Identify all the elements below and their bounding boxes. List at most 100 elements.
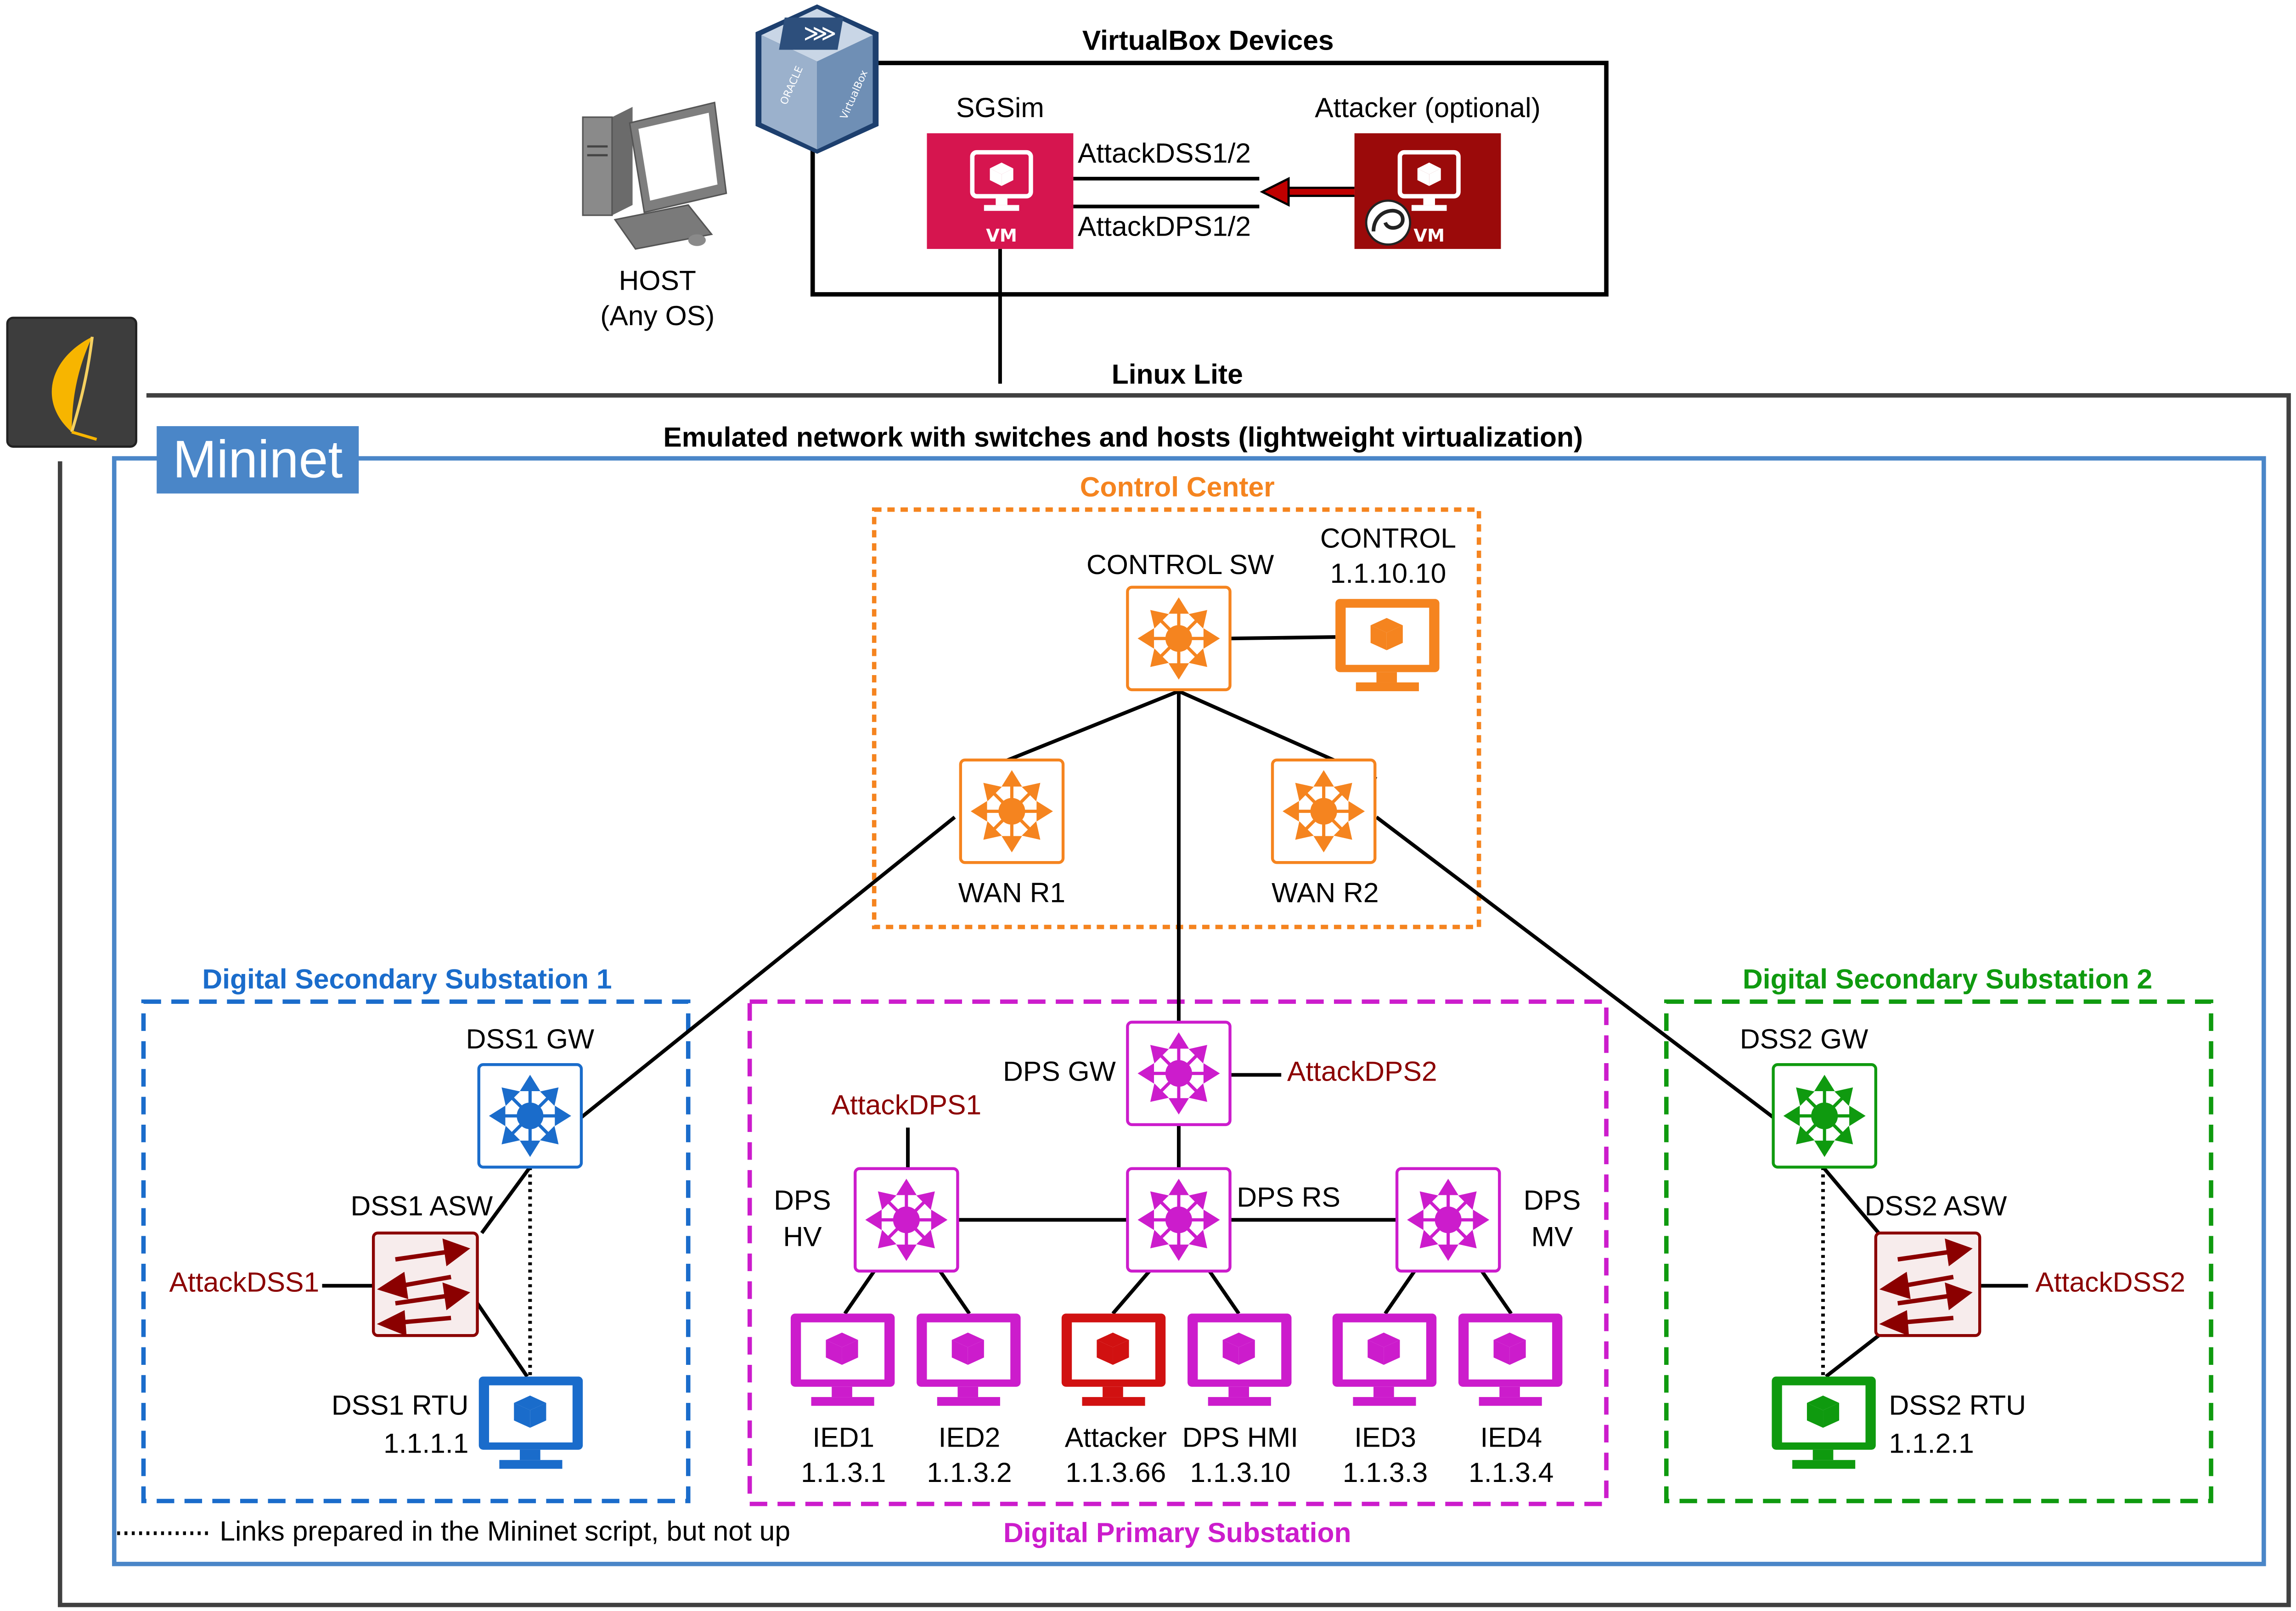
mv-to-ied4-link [1480, 1270, 1513, 1315]
dss1-rtu-label: DSS1 RTU [331, 1391, 469, 1422]
rs-to-attacker-link [1111, 1270, 1151, 1315]
linux-lite-logo-icon [6, 316, 137, 448]
virtualbox-title: VirtualBox Devices [1082, 26, 1334, 57]
links [322, 249, 2028, 1378]
dss1-rtu-monitor-icon [478, 1376, 583, 1469]
ied2-name: IED2 [938, 1423, 1001, 1454]
ied3-monitor-icon [1332, 1313, 1437, 1406]
wanr2-to-dss2gw-link [1375, 816, 1775, 1119]
dss2-gw-router-icon [1772, 1063, 1878, 1169]
wanr1-to-dss1gw-link [580, 816, 956, 1119]
control-sw-to-control-link [1230, 635, 1336, 641]
control-center-title: Control Center [1080, 473, 1275, 504]
svg-text:⋙: ⋙ [803, 20, 837, 47]
attacker-vm-icon: VM [1354, 133, 1501, 249]
asw-to-dss1rtu-link [476, 1302, 529, 1378]
dps-hv-router-icon [854, 1167, 959, 1273]
mininet-frame [112, 456, 2266, 1566]
mv-to-ied3-link [1384, 1270, 1416, 1315]
attacker-arrow-head [1260, 177, 1290, 207]
attacker-host-ip: 1.1.3.66 [1065, 1459, 1166, 1489]
dss1-asw-switch-icon [371, 1231, 479, 1337]
dps-hmi-name: DPS HMI [1182, 1423, 1299, 1454]
dps-gw-label: DPS GW [1003, 1057, 1116, 1088]
linux-lite-title: Linux Lite [1111, 360, 1243, 391]
dss2-frame [1664, 999, 2213, 1504]
prepared-links [117, 1167, 1825, 1535]
ied4-monitor-icon [1458, 1313, 1563, 1406]
wan-r2-router-icon [1271, 758, 1377, 864]
linux-lite-frame [57, 393, 2291, 1607]
attack-dss2-label: AttackDSS2 [2035, 1268, 2186, 1299]
ied2-monitor-icon [917, 1313, 1021, 1406]
host-computer-icon [582, 101, 727, 250]
hv-to-ied1-link [843, 1270, 876, 1315]
dps-mv-label-2: MV [1531, 1222, 1573, 1254]
ied2-ip: 1.1.3.2 [927, 1459, 1012, 1489]
host-os-label: (Any OS) [600, 301, 715, 332]
ied1-name: IED1 [812, 1423, 875, 1454]
sgsim-vm-badge: VM [986, 225, 1017, 246]
dss1-title: Digital Secondary Substation 1 [202, 965, 612, 996]
dps-hv-label: DPS [774, 1186, 831, 1217]
dss2-title: Digital Secondary Substation 2 [1742, 965, 2153, 996]
control-host-ip: 1.1.10.10 [1330, 559, 1446, 591]
control-center-frame [872, 507, 1481, 929]
dss1-gw-router-icon [477, 1063, 583, 1169]
control-sw-router-icon [1126, 586, 1232, 692]
dps-hmi-monitor-icon [1187, 1313, 1292, 1406]
dss1-frame [141, 999, 691, 1504]
attacker-vm-label: Attacker (optional) [1315, 94, 1541, 125]
dps-rs-label: DPS RS [1237, 1183, 1340, 1214]
dss1-gw-label: DSS1 GW [466, 1025, 595, 1056]
attacker-host-name: Attacker [1064, 1423, 1167, 1454]
asw-to-dss2rtu-link [1824, 1334, 1880, 1378]
dss2-asw-label: DSS2 ASW [1864, 1192, 2007, 1223]
dps-hv-label-2: HV [783, 1222, 822, 1254]
ied4-name: IED4 [1480, 1423, 1542, 1454]
attack-dps1-label: AttackDPS1 [831, 1091, 982, 1122]
dss1-asw-label: DSS1 ASW [350, 1192, 493, 1223]
dps-hmi-ip: 1.1.3.10 [1190, 1459, 1291, 1489]
dss2-gw-label: DSS2 GW [1739, 1025, 1868, 1056]
sgsim-label: SGSim [956, 94, 1044, 125]
wan-r2-label: WAN R2 [1272, 879, 1379, 910]
attack-dps-link-label: AttackDPS1/2 [1077, 212, 1251, 243]
dss2-rtu-label: DSS2 RTU [1889, 1391, 2026, 1422]
dss2-asw-switch-icon [1874, 1231, 1981, 1337]
ied3-ip: 1.1.3.3 [1342, 1459, 1428, 1489]
legend-text: Links prepared in the Mininet script, bu… [219, 1517, 791, 1548]
virtualbox-frame [810, 61, 1609, 297]
dss1-rtu-ip: 1.1.1.1 [383, 1429, 469, 1460]
dss1gw-to-asw-link [480, 1166, 532, 1234]
dss2-rtu-monitor-icon [1772, 1376, 1876, 1469]
host-label: HOST [619, 266, 696, 298]
rs-to-hmi-link [1208, 1270, 1240, 1315]
dss2gw-to-asw-link [1821, 1166, 1880, 1234]
dps-gw-router-icon [1126, 1020, 1232, 1127]
dps-mv-router-icon [1395, 1167, 1501, 1273]
dps-title: Digital Primary Substation [1003, 1518, 1351, 1549]
dps-rs-router-icon [1126, 1167, 1232, 1273]
ied3-name: IED3 [1354, 1423, 1416, 1454]
mininet-logo: Mininet [157, 426, 359, 494]
virtualbox-logo-icon: ⋙ ORACLE VirtualBox [755, 4, 879, 154]
wan-r1-label: WAN R1 [958, 879, 1066, 910]
ied1-monitor-icon [790, 1313, 895, 1406]
control-host-label: CONTROL [1320, 524, 1457, 555]
attack-dss-link-label: AttackDSS1/2 [1077, 139, 1251, 170]
sgsim-vm-icon: VM [927, 133, 1074, 249]
ied4-ip: 1.1.3.4 [1469, 1459, 1554, 1489]
dps-mv-label: DPS [1523, 1186, 1581, 1217]
attack-dps2-label: AttackDPS2 [1287, 1057, 1437, 1088]
control-sw-label: CONTROL SW [1086, 550, 1274, 581]
control-host-monitor-icon [1335, 599, 1440, 692]
wan-r1-router-icon [959, 758, 1065, 864]
hv-to-ied2-link [938, 1270, 971, 1315]
attack-dss1-label: AttackDSS1 [169, 1268, 320, 1299]
ied1-ip: 1.1.3.1 [801, 1459, 886, 1489]
attacker-host-monitor-icon [1061, 1313, 1166, 1406]
mininet-title: Emulated network with switches and hosts… [663, 423, 1583, 454]
